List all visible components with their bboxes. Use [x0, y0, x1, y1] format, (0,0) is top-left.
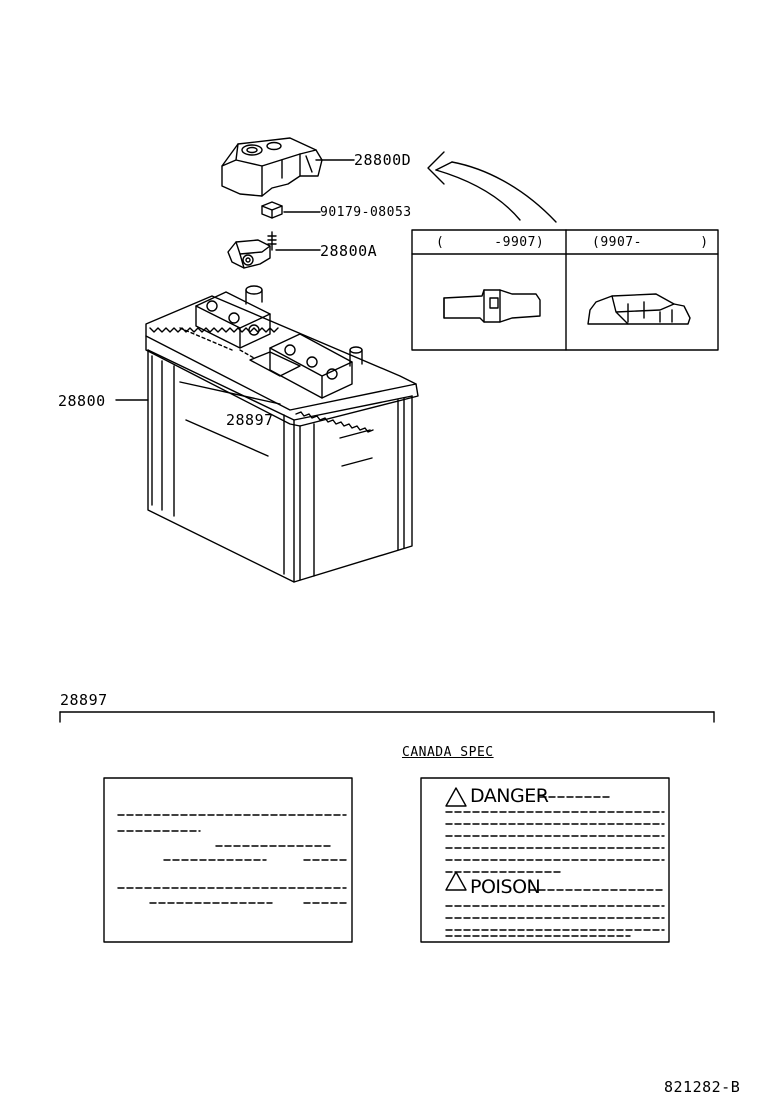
canada-spec-heading: CANADA SPEC [402, 745, 494, 760]
terminal-cover-part-number: 28800D [354, 151, 412, 169]
nut-part-number: 90179-08053 [320, 205, 412, 220]
clamp-part-number: 28800A [320, 242, 378, 260]
curved-arrow [427, 151, 557, 223]
label-part-number: 28897 [226, 411, 274, 429]
leader-lines [115, 159, 355, 401]
label-bracket [59, 711, 715, 723]
battery-part-number: 28800 [58, 392, 106, 410]
variant-left-header: ( -9907) [436, 235, 545, 250]
variant-right-header: (9907- ) [592, 235, 709, 250]
canada-label [420, 777, 670, 943]
warning-triangle-icon [445, 787, 467, 807]
poison-text: POISON [470, 876, 541, 898]
warning-triangle-icon [445, 871, 467, 891]
battery-drawing [145, 285, 419, 583]
variant-table [411, 229, 719, 351]
figure-code: 821282-B [664, 1078, 741, 1096]
danger-text: DANGER [470, 785, 549, 807]
standard-label [103, 777, 353, 943]
nut-drawing [261, 201, 283, 219]
clamp-drawing [227, 231, 277, 269]
label-section-title: 28897 [60, 691, 108, 709]
terminal-cover-drawing [221, 137, 323, 197]
